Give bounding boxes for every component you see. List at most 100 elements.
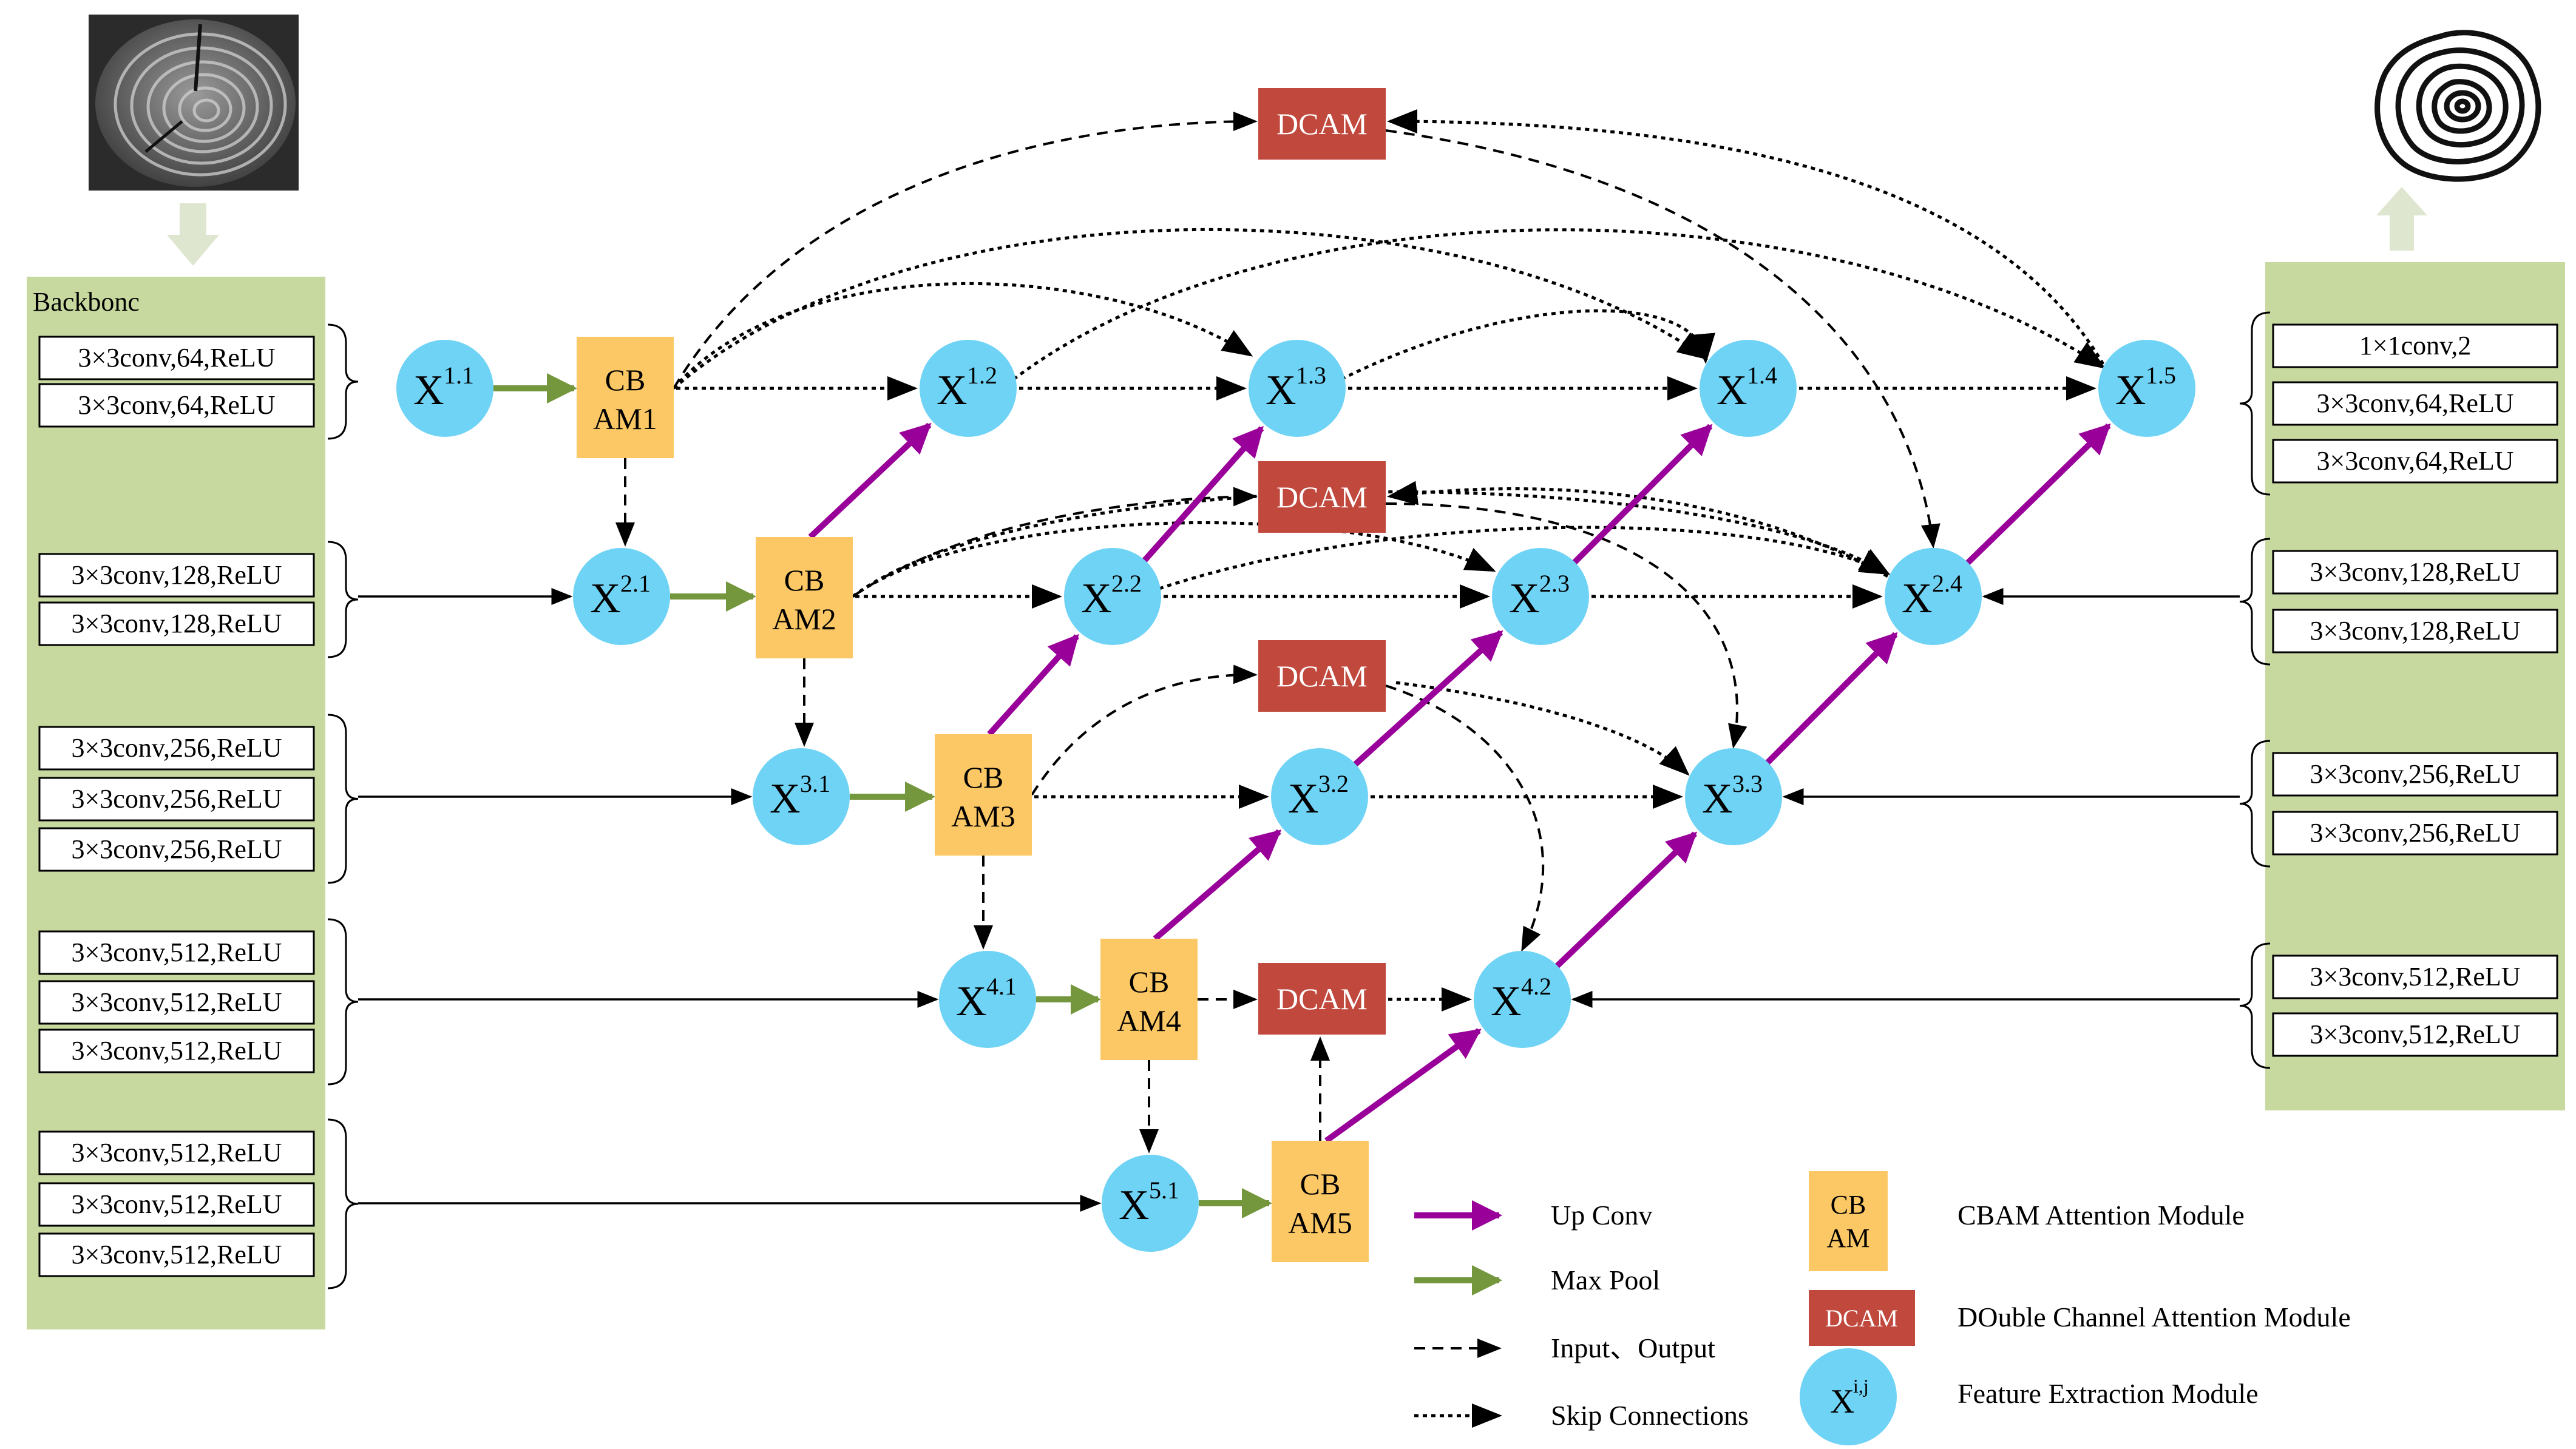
dcam-block	[1258, 640, 1386, 712]
legend-dcam-label: DOuble Channel Attention Module	[1957, 1302, 2351, 1332]
feature-node-label: X	[413, 367, 444, 414]
feature-node-x32	[1271, 748, 1368, 845]
skip-connection-arrow	[1395, 681, 1690, 776]
backbone-layer-label: 3×3conv,128,ReLU	[71, 609, 282, 638]
feature-node-superscript: 3.1	[800, 770, 830, 797]
legend-cbam-label: CBAM Attention Module	[1957, 1200, 2245, 1231]
up-conv-arrow	[1964, 423, 2111, 567]
backbone-layer-label: 3×3conv,512,ReLU	[71, 1036, 282, 1066]
legend-node-label: Feature Extraction Module	[1957, 1378, 2259, 1409]
dcam-label: DCAM	[1276, 659, 1368, 693]
legend-cbam-swatch-line2: AM	[1827, 1223, 1870, 1253]
feature-node-x12	[920, 340, 1017, 437]
decoder-layer-box	[2272, 752, 2558, 797]
backbone-brace	[327, 323, 359, 440]
up-conv-arrow	[1141, 426, 1264, 565]
feature-node-superscript: 1.2	[967, 362, 997, 389]
feature-node-superscript: 5.1	[1149, 1177, 1179, 1204]
cbam-label-line1: CB	[1300, 1167, 1341, 1201]
backbone-layer-label: 3×3conv,64,ReLU	[78, 343, 275, 373]
backbone-brace	[327, 541, 359, 658]
backbone-layer-box	[38, 930, 315, 975]
backbone-layer-box	[38, 777, 315, 822]
output-ring-image	[2374, 30, 2541, 182]
dcam-label: DCAM	[1276, 480, 1368, 514]
cbam-block	[935, 734, 1032, 856]
feature-node-x31	[753, 748, 850, 845]
legend-node-swatch	[1800, 1348, 1897, 1445]
feature-node-superscript: 1.1	[444, 362, 474, 389]
skip-connection-arrow	[673, 282, 1253, 390]
feature-node-label: X	[1288, 775, 1319, 822]
feature-node-x21	[573, 548, 670, 645]
decoder-layer-label: 3×3conv,512,ReLU	[2310, 962, 2520, 991]
legend-cbam-swatch-line1: CB	[1831, 1190, 1866, 1220]
backbone-layer-box	[38, 1028, 315, 1073]
decoder-layer-box	[2272, 954, 2558, 999]
feature-node-superscript: 1.4	[1747, 362, 1777, 389]
skip-connection-arrow	[1387, 481, 1889, 578]
input-output-arrow	[1031, 664, 1258, 796]
input-arrow-icon	[167, 203, 219, 266]
backbone-layer-label: 3×3conv,256,ReLU	[71, 784, 282, 814]
backbone-layer-box	[38, 980, 315, 1025]
feature-node-label: X	[1702, 775, 1733, 822]
up-conv-arrow	[987, 633, 1080, 737]
skip-connection-arrow	[1387, 109, 2105, 365]
legend-dcam-swatch-label: DCAM	[1825, 1305, 1898, 1332]
decoder-layer-label: 1×1conv,2	[2359, 331, 2472, 360]
feature-node-x14	[1700, 340, 1797, 437]
legend-node-swatch-sup: i,j	[1853, 1375, 1869, 1397]
feature-node-x51	[1102, 1155, 1199, 1252]
decoder-layer-box	[2272, 550, 2558, 595]
dcam-label: DCAM	[1276, 107, 1368, 141]
feature-node-x22	[1064, 548, 1161, 645]
input-output-arrow	[673, 112, 1258, 390]
legend-dcam-swatch	[1809, 1290, 1915, 1346]
feature-node-superscript: 2.2	[1111, 570, 1142, 597]
feature-node-label: X	[1081, 575, 1112, 622]
backbone-layer-label: 3×3conv,512,ReLU	[71, 987, 282, 1017]
backbone-layer-box	[38, 336, 315, 380]
decoder-layer-label: 3×3conv,256,ReLU	[2310, 759, 2520, 789]
feature-node-label: X	[1491, 978, 1522, 1025]
backbone-layer-box	[38, 1232, 315, 1277]
backbone-layer-box	[38, 827, 315, 872]
feature-node-superscript: 1.5	[2146, 362, 2176, 389]
feature-node-label: X	[590, 575, 621, 622]
backbone-layer-box	[38, 1130, 315, 1175]
input-output-arrow	[1385, 502, 1747, 749]
decoder-layer-box	[2272, 1012, 2558, 1057]
legend-up_conv-label: Up Conv	[1551, 1200, 1652, 1231]
decoder-layer-box	[2272, 439, 2558, 484]
skip-connection-arrow	[1340, 309, 1715, 381]
decoder-layer-box	[2272, 609, 2558, 654]
cbam-label-line2: AM1	[593, 402, 657, 436]
feature-node-label: X	[1717, 367, 1747, 414]
backbone-brace	[327, 918, 359, 1086]
feature-node-x13	[1249, 340, 1346, 437]
cbam-label-line2: AM2	[772, 602, 836, 636]
feature-node-label: X	[770, 775, 801, 822]
feature-node-x23	[1492, 548, 1589, 645]
decoder-brace	[2239, 942, 2271, 1069]
dcam-block	[1258, 88, 1386, 160]
decoder-layer-box	[2272, 381, 2558, 426]
cbam-label-line1: CB	[963, 760, 1004, 794]
cbam-block	[577, 337, 674, 458]
backbone-layer-label: 3×3conv,256,ReLU	[71, 834, 282, 864]
decoder-brace	[2239, 740, 2271, 868]
feature-node-superscript: 3.2	[1318, 770, 1349, 797]
backbone-layer-box	[38, 601, 315, 646]
backbone-layer-box	[38, 553, 315, 598]
cbam-label-line2: AM4	[1117, 1004, 1181, 1038]
cbam-label-line1: CB	[605, 363, 646, 397]
decoder-layer-box	[2272, 323, 2558, 368]
feature-node-x15	[2098, 340, 2195, 437]
decoder-layer-label: 3×3conv,512,ReLU	[2310, 1019, 2520, 1049]
feature-node-label: X	[1509, 575, 1540, 622]
skip-connection-arrow	[1012, 228, 2106, 380]
feature-node-label: X	[956, 978, 987, 1025]
feature-node-superscript: 1.3	[1296, 362, 1326, 389]
skip-connection-arrow	[673, 228, 1709, 390]
